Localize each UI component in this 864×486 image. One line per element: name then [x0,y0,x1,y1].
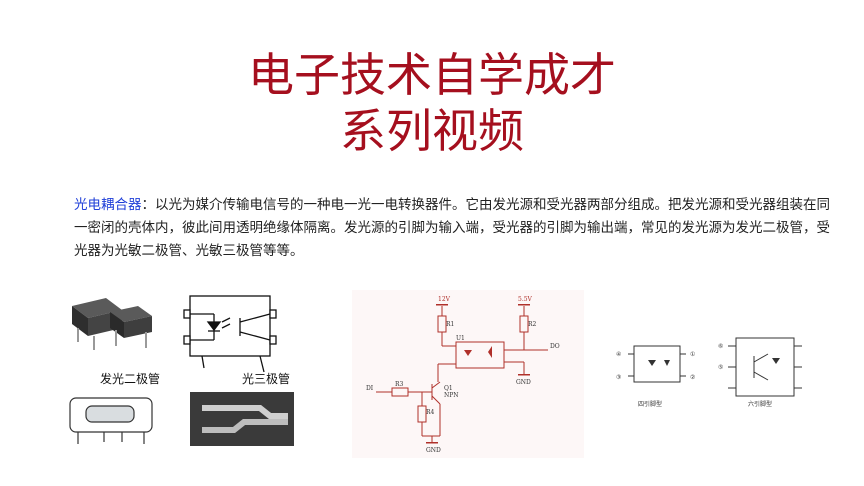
optocoupler-illustration: 发光二极管 光三极管 [64,284,344,454]
description-text: ：以光为媒介传输电信号的一种电一光一电转换器件。它由发光源和受光器两部分组成。把… [74,197,830,259]
pin-package-graphic: ④ ③ ① ② ⑥ ⑤ 四引脚型 六引脚型 [616,337,802,408]
description-paragraph: 光电耦合器：以光为媒介传输电信号的一种电一光一电转换器件。它由发光源和受光器两部… [74,194,834,263]
npn-label: NPN [444,392,459,399]
xray-photo [190,392,294,446]
gnd-label-2: GND [426,447,441,454]
page-title-line2: 系列视频 [340,104,524,158]
pin-2-label: ② [690,374,695,381]
supply-5v-label: 5.5V [518,296,533,303]
di-label: DI [366,385,374,392]
supply-12v-label: 12V [438,296,451,303]
do-label: DO [550,343,560,350]
pin-4-label: ④ [616,351,621,358]
pin-package-diagrams: ④ ③ ① ② ⑥ ⑤ 四引脚型 六引脚型 [608,330,828,416]
q1-label: Q1 [444,385,453,392]
r3-label: R3 [395,381,404,388]
pin-1-label: ① [690,351,695,358]
isolation-circuit: 12V 5.5V R1 R2 R3 R4 U1 Q1 NPN DO DI GND… [352,290,584,458]
six-pin-caption: 六引脚型 [748,400,772,408]
isolation-circuit-graphic: 12V 5.5V R1 R2 R3 R4 U1 Q1 NPN DO DI GND… [366,296,560,454]
r4-label: R4 [426,409,435,416]
pin-3-label: ③ [616,374,621,381]
optocoupler-symbol [183,295,277,373]
pin-6-label: ⑥ [718,343,723,350]
four-pin-caption: 四引脚型 [638,400,662,408]
optocoupler-illustration-graphic [69,295,294,446]
r1-label: R1 [446,321,454,328]
cutaway-diagram [69,397,153,444]
r2-label: R2 [528,321,537,328]
gnd-label-1: GND [516,379,531,386]
led-label: 发光二极管 [100,372,161,386]
package-photo [72,298,152,350]
u1-label: U1 [456,335,465,342]
description-term: 光电耦合器 [74,197,142,213]
phototransistor-label: 光三极管 [242,372,291,386]
pin-5-label: ⑤ [718,364,723,371]
page-title-line1: 电子技术自学成才 [248,48,616,102]
